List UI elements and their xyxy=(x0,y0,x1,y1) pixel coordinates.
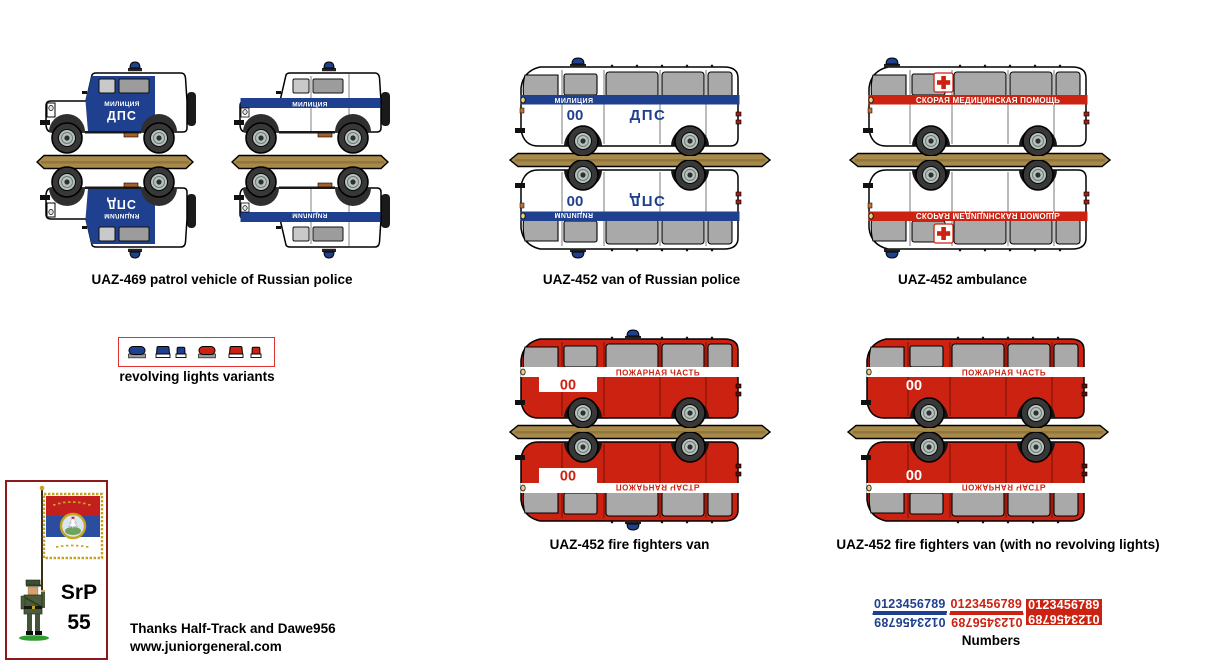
credits: Thanks Half-Track and Dawe956 www.junior… xyxy=(130,620,336,656)
ambulance-caption: UAZ-452 ambulance xyxy=(897,272,1028,287)
uaz452-ambulance-mirrored xyxy=(860,160,1095,260)
credits-thanks: Thanks Half-Track and Dawe956 xyxy=(130,621,336,636)
fire-van2-foldout xyxy=(847,328,1109,532)
digits-row: 0123456789 xyxy=(873,597,947,613)
light-blue-small-icon xyxy=(175,346,187,358)
digits-row-flipped: 0123456789 xyxy=(1028,612,1100,626)
unit-number: 55 xyxy=(67,611,91,634)
soldier-figure xyxy=(19,579,49,641)
fire-van-foldout xyxy=(509,328,771,532)
uaz452-police-van-mirrored xyxy=(512,160,747,260)
uaz469-stripe-jeep xyxy=(232,58,392,158)
number-strip-blue: 0123456789 0123456789 xyxy=(873,597,947,629)
digits-row: 0123456789 xyxy=(1028,598,1100,612)
digits-row-flipped: 0123456789 xyxy=(873,613,947,629)
lights-caption: revolving lights variants xyxy=(119,369,275,384)
light-red-small-icon xyxy=(250,346,262,358)
uaz452-police-van xyxy=(512,56,747,156)
jeep-b-foldout xyxy=(231,58,392,262)
flag-emblem xyxy=(59,512,87,540)
digits-row: 0123456789 xyxy=(949,597,1024,613)
fire-van2-caption: UAZ-452 fire fighters van (with no revol… xyxy=(836,537,1160,552)
number-strips: 0123456789 0123456789 0123456789 0123456… xyxy=(873,597,1102,629)
fold-strip xyxy=(231,154,389,170)
flag-motto-marks xyxy=(53,501,91,548)
uaz469-police-jeep-mirrored xyxy=(38,162,198,262)
revolving-lights-icons xyxy=(128,346,262,359)
uaz452-fire-van-mirrored xyxy=(512,432,747,532)
police-van-foldout xyxy=(509,56,771,260)
serbian-flag xyxy=(42,492,104,560)
credits-website: www.juniorgeneral.com xyxy=(130,639,282,654)
uaz469-police-jeep xyxy=(38,58,198,158)
digits-row-flipped: 0123456789 xyxy=(949,613,1024,629)
police-van-caption: UAZ-452 van of Russian police xyxy=(542,272,741,287)
fold-strip xyxy=(36,154,194,170)
unit-code: SrP xyxy=(61,581,97,604)
light-blue-medium-icon xyxy=(155,346,171,358)
unit-flag-plate: SrP 55 xyxy=(5,480,108,660)
jeep-a-foldout xyxy=(36,58,198,262)
uaz452-fire-van-nolights-mirrored xyxy=(858,432,1093,532)
uaz452-ambulance xyxy=(860,56,1095,156)
fire-van-caption: UAZ-452 fire fighters van xyxy=(549,537,710,552)
revolving-lights-box xyxy=(118,337,275,367)
flag-and-soldier: SrP 55 xyxy=(19,485,104,641)
uaz452-fire-van-nolights xyxy=(858,328,1093,428)
jeep-caption: UAZ-469 patrol vehicle of Russian police xyxy=(91,272,353,287)
ambulance-foldout xyxy=(849,56,1111,260)
number-strip-white-on-red: 0123456789 0123456789 xyxy=(1026,598,1102,626)
uaz452-fire-van xyxy=(512,328,747,428)
numbers-caption: Numbers xyxy=(961,633,1021,648)
number-strip-red: 0123456789 0123456789 xyxy=(949,597,1024,629)
uaz469-stripe-jeep-mirrored xyxy=(232,162,392,262)
light-red-medium-icon xyxy=(228,346,244,358)
light-red-wide-icon xyxy=(198,346,216,359)
light-blue-wide-icon xyxy=(128,346,146,359)
